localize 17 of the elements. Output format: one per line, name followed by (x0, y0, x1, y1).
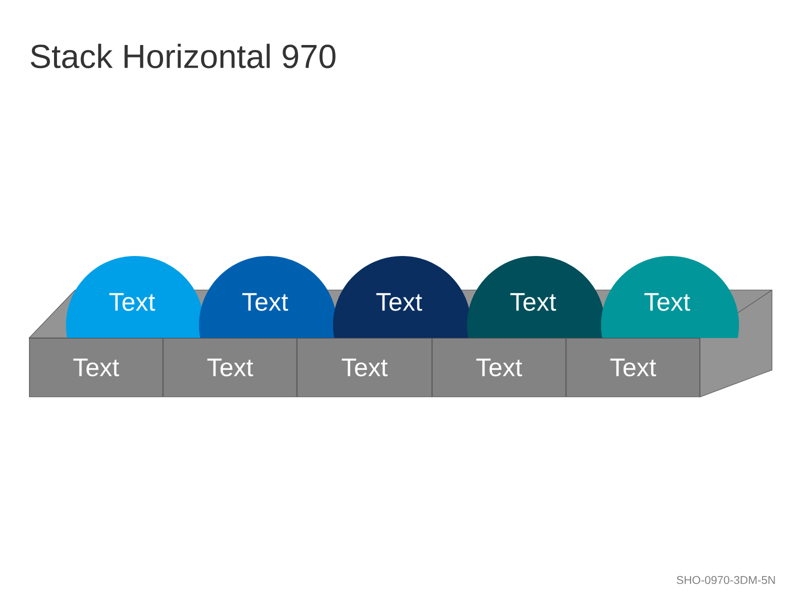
dome-label: Text (242, 293, 288, 311)
front-box: Text (163, 338, 297, 398)
front-box: Text (29, 338, 163, 398)
dome-label: Text (510, 293, 556, 311)
dome (333, 256, 471, 338)
dome (601, 256, 739, 338)
dome (199, 256, 337, 338)
front-box: Text (432, 338, 566, 398)
footer-code: SHO-0970-3DM-5N (676, 576, 775, 584)
dome-label: Text (109, 293, 156, 311)
dome (66, 256, 204, 338)
dome (467, 256, 605, 338)
front-box: Text (566, 338, 700, 398)
front-box: Text (296, 338, 432, 398)
dome-label: Text (376, 293, 422, 311)
slide-title: Stack Horizontal 970 (30, 44, 336, 68)
dome-label: Text (644, 293, 690, 311)
